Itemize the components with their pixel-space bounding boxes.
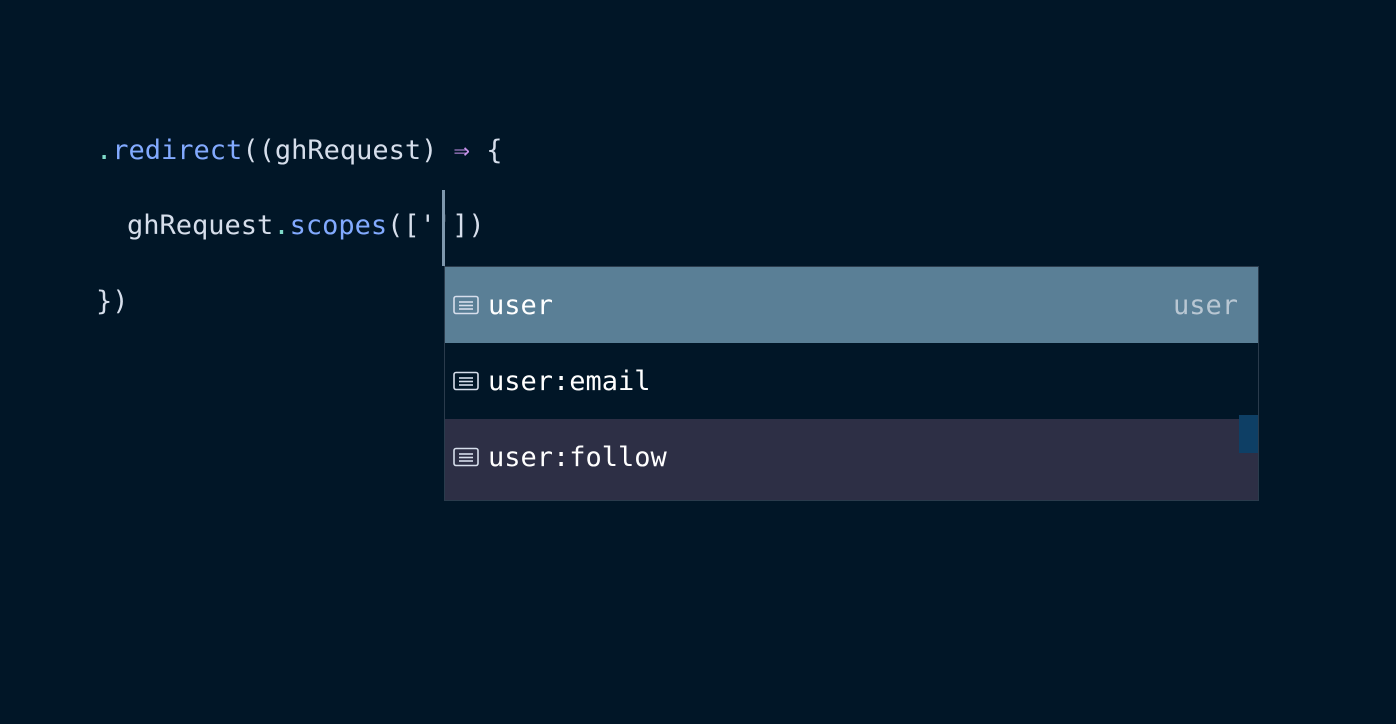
token-close-paren: ): [421, 135, 438, 166]
code-line-1: .redirect((ghRequest) ⇒ {: [96, 131, 502, 171]
suggestion-item-user-follow[interactable]: user:follow: [445, 419, 1258, 495]
autocomplete-dropdown[interactable]: user user user:email user:follow: [444, 266, 1259, 501]
token-dot: .: [96, 135, 113, 166]
suggestion-item-user[interactable]: user user: [445, 267, 1258, 343]
token-object: ghRequest: [127, 210, 274, 241]
token-method-scopes: scopes: [289, 210, 388, 241]
token-arrow: ⇒: [453, 135, 470, 166]
code-line-3: }): [96, 282, 129, 322]
token-closing: }): [96, 286, 129, 317]
text-lines-icon: [453, 295, 479, 315]
dropdown-scrollbar-thumb[interactable]: [1239, 415, 1258, 453]
token-open-paren: ((: [242, 135, 275, 166]
suggestion-detail: user: [1172, 289, 1238, 321]
suggestion-label: user: [488, 289, 554, 321]
code-line-2: ghRequest.scopes(['']): [127, 206, 485, 246]
text-lines-icon: [453, 371, 479, 391]
token-brace: {: [486, 135, 503, 166]
suggestion-label: user:email: [488, 365, 651, 397]
token-dot: .: [273, 210, 290, 241]
suggestion-label: user:follow: [488, 441, 667, 473]
token-param: ghRequest: [274, 135, 422, 166]
text-cursor: [442, 190, 445, 266]
token-method-redirect: redirect: [112, 135, 243, 166]
suggestion-item-user-email[interactable]: user:email: [445, 343, 1258, 419]
text-lines-icon: [453, 447, 479, 467]
token-args-open: ([': [387, 210, 436, 241]
